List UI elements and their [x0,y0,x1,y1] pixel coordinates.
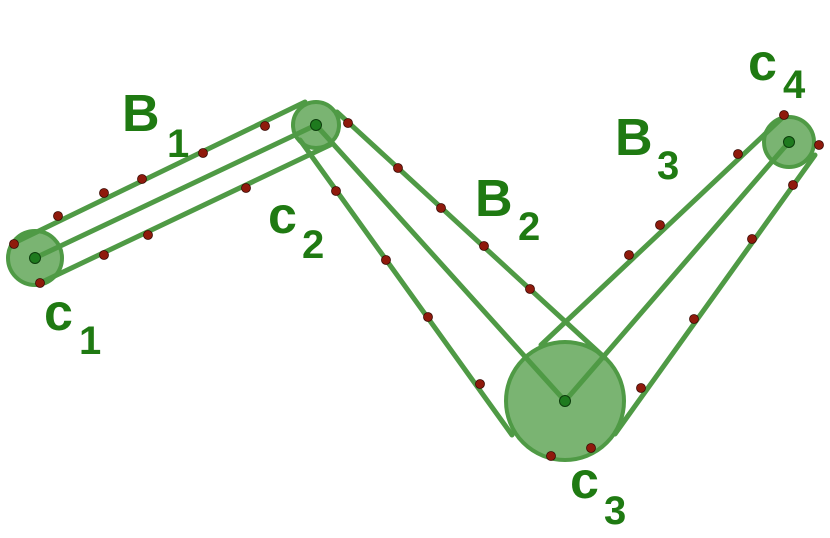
label-c3-main: c [570,452,599,510]
center-c4 [783,136,795,148]
label-c4: c 4 [748,34,806,107]
point [137,174,147,184]
point [331,186,341,196]
point [624,250,634,260]
label-c2-main: c [268,187,297,245]
point [198,148,208,158]
point [436,203,446,213]
point [241,183,251,193]
label-b2: B 2 [475,170,540,249]
belt-b2-outer [334,109,608,361]
point [99,188,109,198]
label-c3: c 3 [570,452,626,533]
belt-b3-lower [612,152,818,437]
point [525,284,535,294]
point [788,180,798,190]
point [143,230,153,240]
point [479,241,489,251]
point [343,118,353,128]
point [636,383,646,393]
label-b2-main: B [475,170,513,228]
belt-b1-middle [32,122,319,261]
point [423,312,433,322]
point [99,250,109,260]
belt-b1-lower [37,142,333,286]
label-c4-sub: 4 [783,63,806,107]
label-b3: B 3 [615,109,679,188]
point [393,163,403,173]
label-b1-main: B [122,85,160,143]
label-b1: B 1 [122,85,189,166]
label-c3-sub: 3 [604,489,626,533]
point [546,451,556,461]
point [260,121,270,131]
point [747,234,757,244]
point [779,110,789,120]
label-c1: c 1 [44,284,101,363]
point [53,211,63,221]
point [655,220,665,230]
belt-b2-middle [313,122,568,404]
center-c3 [559,395,571,407]
label-b1-sub: 1 [167,122,189,166]
point [9,239,19,249]
belt-points [9,110,824,461]
label-c1-sub: 1 [79,319,101,363]
label-b3-main: B [615,109,653,167]
belt-b3-middle [562,139,792,404]
center-c1 [29,252,41,264]
center-c2 [310,119,322,131]
point [475,379,485,389]
point [733,149,743,159]
label-b2-sub: 2 [518,205,540,249]
label-b3-sub: 3 [657,144,679,188]
point [381,255,391,265]
point [35,278,45,288]
point [586,443,596,453]
label-c1-main: c [44,284,73,342]
label-c2-sub: 2 [302,223,324,267]
point [814,140,824,150]
label-c4-main: c [748,34,777,92]
point [689,314,699,324]
belt-b1-upper [11,99,308,246]
label-c2: c 2 [268,187,324,267]
